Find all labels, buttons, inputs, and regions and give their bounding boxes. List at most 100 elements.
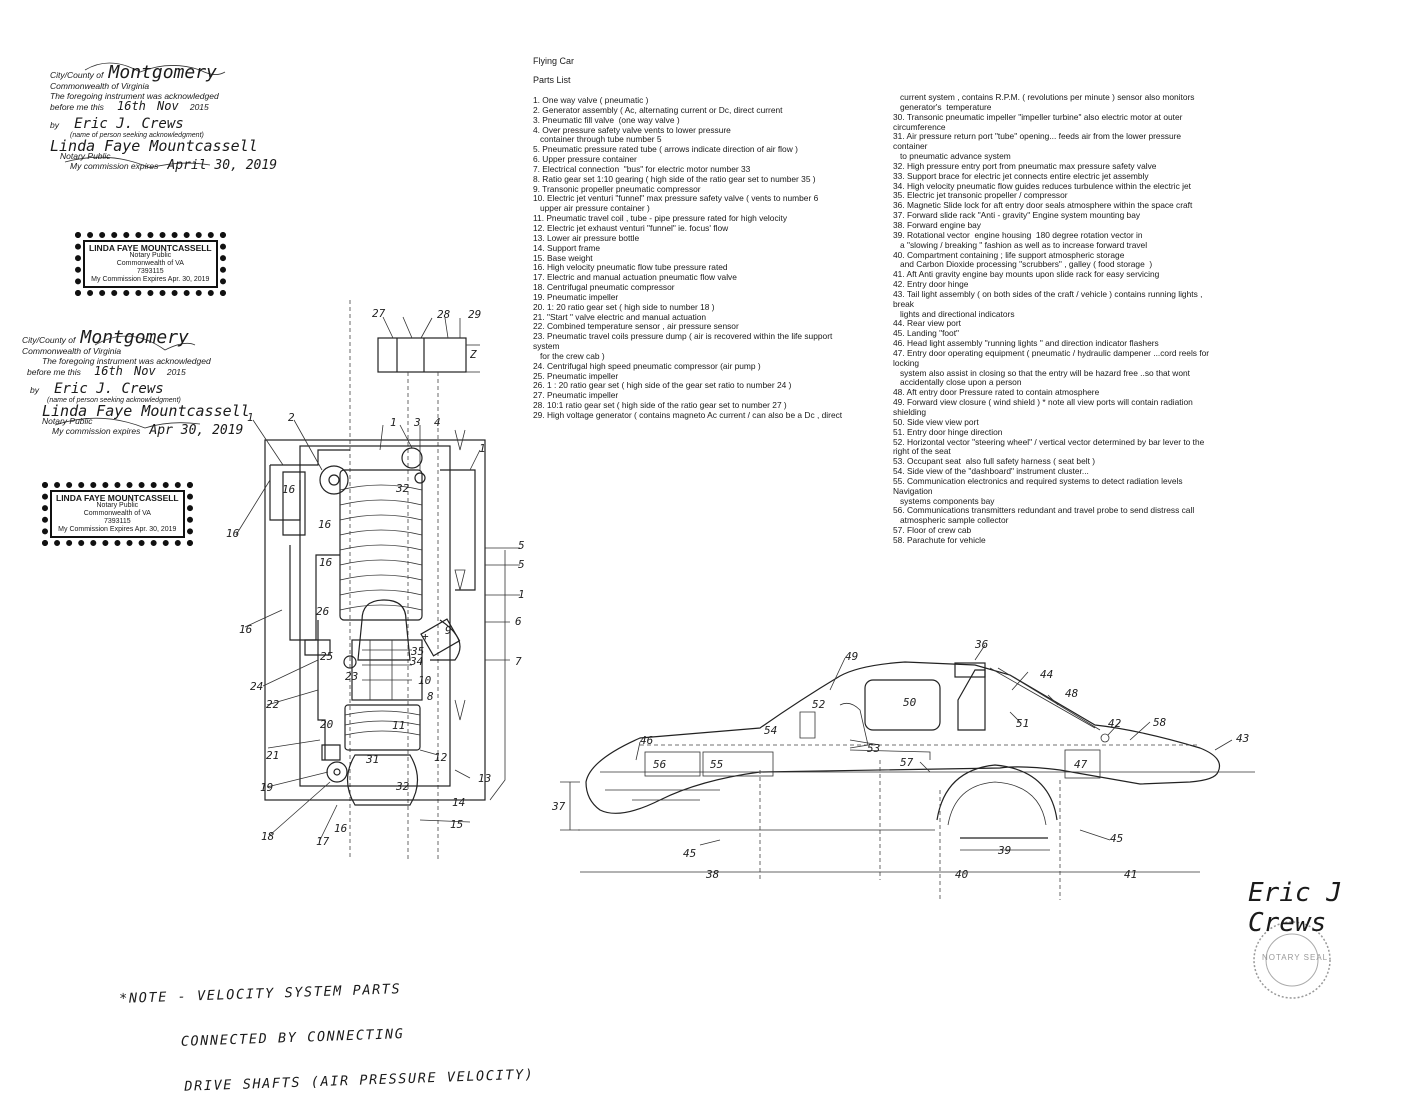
- stamp-name: LINDA FAYE MOUNTCASSELL: [89, 243, 212, 253]
- parts-list-item: 9. Transonic propeller pneumatic compres…: [533, 183, 701, 194]
- parts-list-item: 28. 10:1 ratio gear set ( high side of t…: [533, 400, 787, 411]
- parts-list-heading: Parts List: [533, 75, 571, 85]
- parts-list-item: 18. Centrifugal pneumatic compressor: [533, 282, 675, 293]
- svg-text:9: 9: [445, 624, 452, 637]
- svg-text:16: 16: [239, 623, 253, 636]
- notary-seal-text: NOTARY SEAL: [1262, 953, 1329, 962]
- svg-text:49: 49: [845, 650, 858, 663]
- parts-list-item: 14. Support frame: [533, 242, 601, 253]
- svg-text:16: 16: [282, 483, 296, 496]
- signer-caption: (name of person seeking acknowledgment): [70, 132, 204, 139]
- parts-list-column-2: current system , contains R.P.M. ( revol…: [893, 92, 1245, 546]
- parts-list-item: 22. Combined temperature sensor , air pr…: [533, 321, 739, 332]
- parts-list-item: 16. High velocity pneumatic flow tube pr…: [533, 262, 728, 273]
- svg-text:31: 31: [365, 753, 379, 766]
- svg-text:20: 20: [320, 718, 334, 731]
- svg-text:5: 5: [518, 558, 525, 571]
- technical-drawings: 27 28 29 Z 1 2 1 3 4 1 16 16 16 16 16 32…: [54, 62, 1331, 999]
- parts-list-item: 50. Side view view port: [893, 416, 979, 427]
- city-county-label: City/County of: [50, 70, 104, 80]
- svg-text:55: 55: [710, 758, 723, 771]
- parts-list-item: 17. Electric and manual actuation pneuma…: [533, 272, 737, 283]
- parts-list-item: 52. Horizontal vector "steering wheel" /…: [893, 436, 1205, 447]
- parts-list-item: current system , contains R.P.M. ( revol…: [893, 92, 1195, 102]
- svg-text:27: 27: [372, 307, 386, 320]
- date-day: 16th: [117, 99, 146, 113]
- parts-list-item: 38. Forward engine bay: [893, 219, 981, 230]
- svg-text:19: 19: [260, 781, 273, 794]
- parts-list-item: 53. Occupant seat also full safety harne…: [893, 456, 1096, 467]
- parts-list-item: 29. High voltage generator ( contains ma…: [533, 410, 843, 420]
- document-title: Flying Car: [533, 56, 575, 66]
- svg-text:14: 14: [452, 796, 465, 809]
- parts-list-item: 6. Upper pressure container: [533, 154, 637, 165]
- parts-list-item: shielding: [893, 407, 927, 417]
- parts-list-item: 32. High pressure entry port from pneuma…: [893, 160, 1157, 171]
- stamp-state: Commonwealth of VA: [83, 510, 151, 517]
- parts-list-item: upper air pressure container ): [533, 203, 650, 214]
- svg-text:41: 41: [1124, 868, 1137, 881]
- parts-list-item: 40. Compartment containing ; life suppor…: [893, 249, 1125, 260]
- svg-text:6: 6: [515, 615, 522, 628]
- parts-list-item: system: [533, 341, 560, 352]
- parts-list-item: circumference: [893, 121, 946, 132]
- svg-text:48: 48: [1065, 687, 1079, 700]
- notary-signature: Linda Faye Mountcassell: [50, 137, 258, 155]
- date-year: 2015: [166, 367, 186, 377]
- svg-text:50: 50: [903, 696, 917, 709]
- parts-list-item: right of the seat: [893, 446, 951, 457]
- svg-text:24: 24: [250, 680, 263, 693]
- city-county-label: City/County of: [22, 335, 76, 345]
- parts-list-item: 55. Communication electronics and requir…: [893, 475, 1183, 486]
- handwritten-county: Montgomery: [108, 62, 217, 83]
- parts-list-item: 56. Communications transmitters redundan…: [893, 505, 1195, 516]
- svg-text:15: 15: [450, 818, 463, 831]
- parts-list-item: a "slowing / breaking " fashion as well …: [893, 239, 1148, 250]
- note-line-3: DRIVE SHAFTS (AIR PRESSURE VELOCITY): [184, 1066, 535, 1095]
- notary-role: Notary Public: [60, 151, 111, 161]
- svg-text:23: 23: [345, 670, 358, 683]
- parts-list-item: 57. Floor of crew cab: [893, 525, 972, 536]
- parts-list-item: 26. 1 : 20 ratio gear set ( high side of…: [533, 380, 792, 391]
- svg-text:28: 28: [437, 308, 451, 321]
- svg-text:18: 18: [261, 830, 275, 843]
- parts-list-item: 13. Lower air pressure bottle: [533, 232, 640, 243]
- svg-text:29: 29: [468, 308, 481, 321]
- parts-list-item: 1. One way valve ( pneumatic ): [533, 95, 649, 105]
- svg-text:4: 4: [434, 416, 441, 429]
- svg-text:37: 37: [551, 800, 566, 813]
- expires-label: My commission expires: [52, 426, 141, 436]
- parts-list-item: 58. Parachute for vehicle: [893, 534, 986, 545]
- parts-list-item: 41. Aft Anti gravity engine bay mounts u…: [893, 269, 1160, 280]
- parts-list-item: 54. Side view of the "dashboard" instrum…: [893, 466, 1089, 477]
- stamp-number: 7393115: [136, 268, 164, 275]
- parts-list-item: 11. Pneumatic travel coil , tube - pipe …: [533, 213, 788, 224]
- svg-text:40: 40: [955, 868, 969, 881]
- stamp-state: Commonwealth of VA: [116, 260, 184, 267]
- svg-text:54: 54: [764, 724, 777, 737]
- notary-signature: Linda Faye Mountcassell: [42, 402, 250, 420]
- svg-text:17: 17: [316, 835, 330, 848]
- inventor-signature: Eric J Crews: [1248, 878, 1342, 938]
- notary-role: Notary Public: [42, 416, 93, 426]
- notary-stamp-2: LINDA FAYE MOUNTCASSELL Notary Public Co…: [42, 482, 193, 546]
- parts-list-item: 35. Electric jet transonic propeller / c…: [893, 190, 1068, 201]
- parts-list-item: 30. Transonic pneumatic impeller "impell…: [893, 111, 1183, 122]
- parts-list-item: system also assist in closing so that th…: [893, 367, 1190, 378]
- handwritten-county: Montgomery: [80, 327, 189, 348]
- svg-text:32: 32: [395, 780, 410, 793]
- expires-date: April 30, 2019: [167, 158, 278, 173]
- svg-text:22: 22: [266, 698, 280, 711]
- parts-list-item: 31. Air pressure return port "tube" open…: [893, 131, 1182, 142]
- svg-text:35: 35: [410, 645, 424, 658]
- parts-list-item: 20. 1: 20 ratio gear set ( high side to …: [533, 301, 715, 312]
- parts-list-item: 39. Rotational vector engine housing 180…: [893, 229, 1143, 240]
- svg-text:1: 1: [390, 416, 397, 429]
- svg-text:12: 12: [434, 751, 448, 764]
- svg-text:3: 3: [413, 416, 421, 429]
- parts-list-item: for the crew cab ): [533, 350, 605, 361]
- parts-list-item: 46. Head light assembly "running lights …: [893, 338, 1159, 349]
- notary-block-1: City/County of Montgomery Commonwealth o…: [50, 64, 278, 173]
- parts-list-item: 33. Support brace for electric jet conne…: [893, 170, 1149, 181]
- date-day: 16th: [94, 364, 123, 378]
